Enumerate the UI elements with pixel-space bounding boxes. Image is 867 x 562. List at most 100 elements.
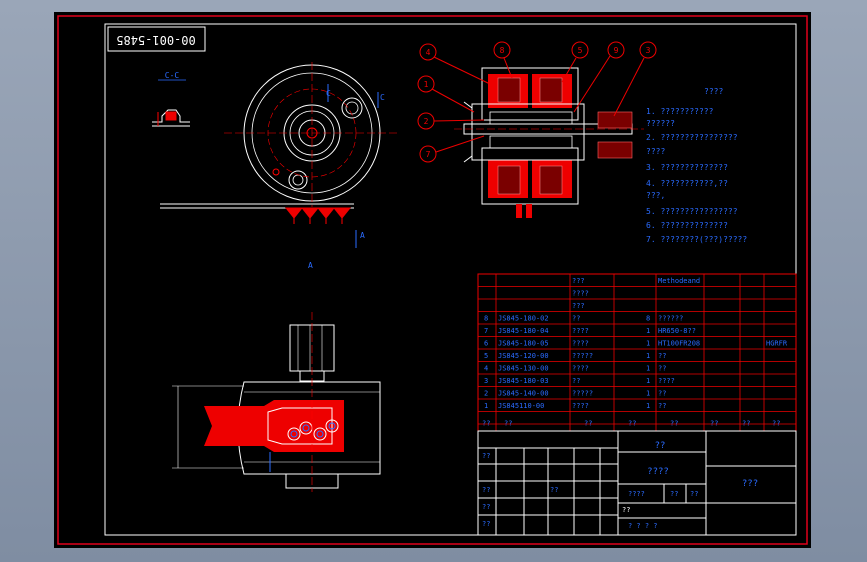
callout-9: 9 xyxy=(573,41,625,113)
view-label-c1: C xyxy=(326,89,331,98)
scale-label: ???? xyxy=(628,490,645,498)
bom-cell: 1 xyxy=(646,390,650,398)
bom-cell: 4 xyxy=(484,365,488,373)
svg-text:1. ???????????: 1. ??????????? xyxy=(646,107,714,116)
bom-cell: HR650-8?? xyxy=(658,327,696,335)
company-name: ?? xyxy=(655,441,666,451)
bom-cell: 1 xyxy=(646,402,650,410)
bom-cell: ?? xyxy=(658,402,666,410)
bom-header-cell: ?? xyxy=(584,420,592,428)
drawing-number-box xyxy=(107,26,206,52)
plan-view xyxy=(172,312,381,492)
bom-table: Methodeand?????????? 8 JS845-180-02?? 8????… xyxy=(477,273,797,432)
callout-5: 5 xyxy=(561,41,589,83)
bom-cell: ????? xyxy=(572,390,593,398)
title-block: ?? ???? ??? ???? ?? ?? ?? ? ? ? ? ?? ?? … xyxy=(477,430,797,536)
callout-7: 7 xyxy=(419,135,485,163)
bom-cell: ?? xyxy=(572,377,580,385)
bom-cell: 1 xyxy=(484,402,488,410)
svg-text:??: ?? xyxy=(482,486,490,494)
svg-text:9: 9 xyxy=(614,46,619,55)
svg-text:7. ????????(???)?????: 7. ????????(???)????? xyxy=(646,235,747,244)
svg-text:1: 1 xyxy=(424,80,429,89)
svg-text:??????: ?????? xyxy=(646,119,675,128)
svg-text:6. ??????????????: 6. ?????????????? xyxy=(646,221,728,230)
bom-header-cell: ?? xyxy=(742,420,750,428)
bom-cell: 2 xyxy=(484,390,488,398)
section-cc-detail xyxy=(152,109,190,127)
bom-header-cell: ?? xyxy=(772,420,780,428)
bom-cell: 1 xyxy=(646,352,650,360)
svg-text:4. ???????????,??: 4. ???????????,?? xyxy=(646,179,728,188)
svg-text:3: 3 xyxy=(646,46,651,55)
bom-cell: ????? xyxy=(572,352,593,360)
drawing-number: 00-001-5485 xyxy=(116,33,195,47)
bom-cell: JS845110-00 xyxy=(498,402,544,410)
svg-text:????: ???? xyxy=(646,147,665,156)
bom-cell: ?? xyxy=(572,315,580,323)
cad-canvas[interactable]: 00-001-5485 C-C C C A xyxy=(54,12,811,548)
bom-cell: JS845-140-00 xyxy=(498,390,549,398)
drawing-sheet: 00-001-5485 C-C C C A xyxy=(57,15,808,545)
bom-cell: ?? xyxy=(658,365,666,373)
svg-text:????: ???? xyxy=(704,87,723,96)
bom-cell: ??? xyxy=(572,277,585,285)
bom-header-cell: ?? xyxy=(504,420,512,428)
view-label-a2: A xyxy=(308,261,313,270)
svg-text:??: ?? xyxy=(550,486,558,494)
bom-cell: JS845-180-03 xyxy=(498,377,549,385)
bom-header-cell: ?? xyxy=(482,420,490,428)
section-view xyxy=(454,67,644,218)
view-label-c2: C xyxy=(380,93,385,102)
bom-cell: ??? xyxy=(572,302,585,310)
bom-cell: 6 xyxy=(484,340,488,348)
bom-cell: ???? xyxy=(572,402,589,410)
bom-cell: JS845-180-05 xyxy=(498,340,549,348)
bom-cell: ?? xyxy=(658,352,666,360)
svg-text:??: ?? xyxy=(690,490,698,498)
bom-cell: ???? xyxy=(572,365,589,373)
bom-cell: ???? xyxy=(572,290,589,298)
callout-3: 3 xyxy=(613,41,657,117)
bom-header-right: Methodeand xyxy=(658,277,700,285)
svg-text:??: ?? xyxy=(482,452,490,460)
bom-cell: 3 xyxy=(484,377,488,385)
part-name: ???? xyxy=(647,467,669,477)
bom-header-cell: ?? xyxy=(710,420,718,428)
callout-2: 2 xyxy=(417,112,485,130)
outer-border xyxy=(57,15,808,545)
bom-cell: HGRFR xyxy=(766,340,788,348)
svg-text:4: 4 xyxy=(426,48,431,57)
svg-text:??: ?? xyxy=(482,503,490,511)
callout-4: 4 xyxy=(419,43,491,85)
bom-cell: ?????? xyxy=(658,315,683,323)
svg-text:2. ????????????????: 2. ???????????????? xyxy=(646,133,738,142)
page-label: ? ? ? ? xyxy=(628,522,658,530)
front-view xyxy=(160,62,400,224)
drawing-name: ??? xyxy=(742,479,758,489)
bom-cell: 8 xyxy=(484,315,488,323)
svg-text:3. ??????????????: 3. ?????????????? xyxy=(646,163,728,172)
bom-cell: ?? xyxy=(658,390,666,398)
bom-cell: ???? xyxy=(572,340,589,348)
view-label-a1: A xyxy=(360,231,365,240)
bom-header-cell: ?? xyxy=(628,420,636,428)
bom-cell: ???? xyxy=(658,377,675,385)
bom-cell: 1 xyxy=(646,365,650,373)
svg-text:??: ?? xyxy=(482,520,490,528)
bom-cell: JS845-180-02 xyxy=(498,315,549,323)
svg-text:??: ?? xyxy=(670,490,678,498)
bom-cell: JS845-120-00 xyxy=(498,352,549,360)
bom-cell: 1 xyxy=(646,327,650,335)
bom-cell: 8 xyxy=(646,315,650,323)
bom-cell: HT100FR208 xyxy=(658,340,700,348)
svg-text:5. ????????????????: 5. ???????????????? xyxy=(646,207,738,216)
svg-text:8: 8 xyxy=(500,46,505,55)
bom-cell: ???? xyxy=(572,327,589,335)
svg-text:2: 2 xyxy=(424,117,429,126)
callout-8: 8 xyxy=(493,41,513,79)
bom-cell: 7 xyxy=(484,327,488,335)
bom-cell: JS845-180-04 xyxy=(498,327,549,335)
svg-text:7: 7 xyxy=(426,150,431,159)
section-label: C-C xyxy=(165,71,180,80)
